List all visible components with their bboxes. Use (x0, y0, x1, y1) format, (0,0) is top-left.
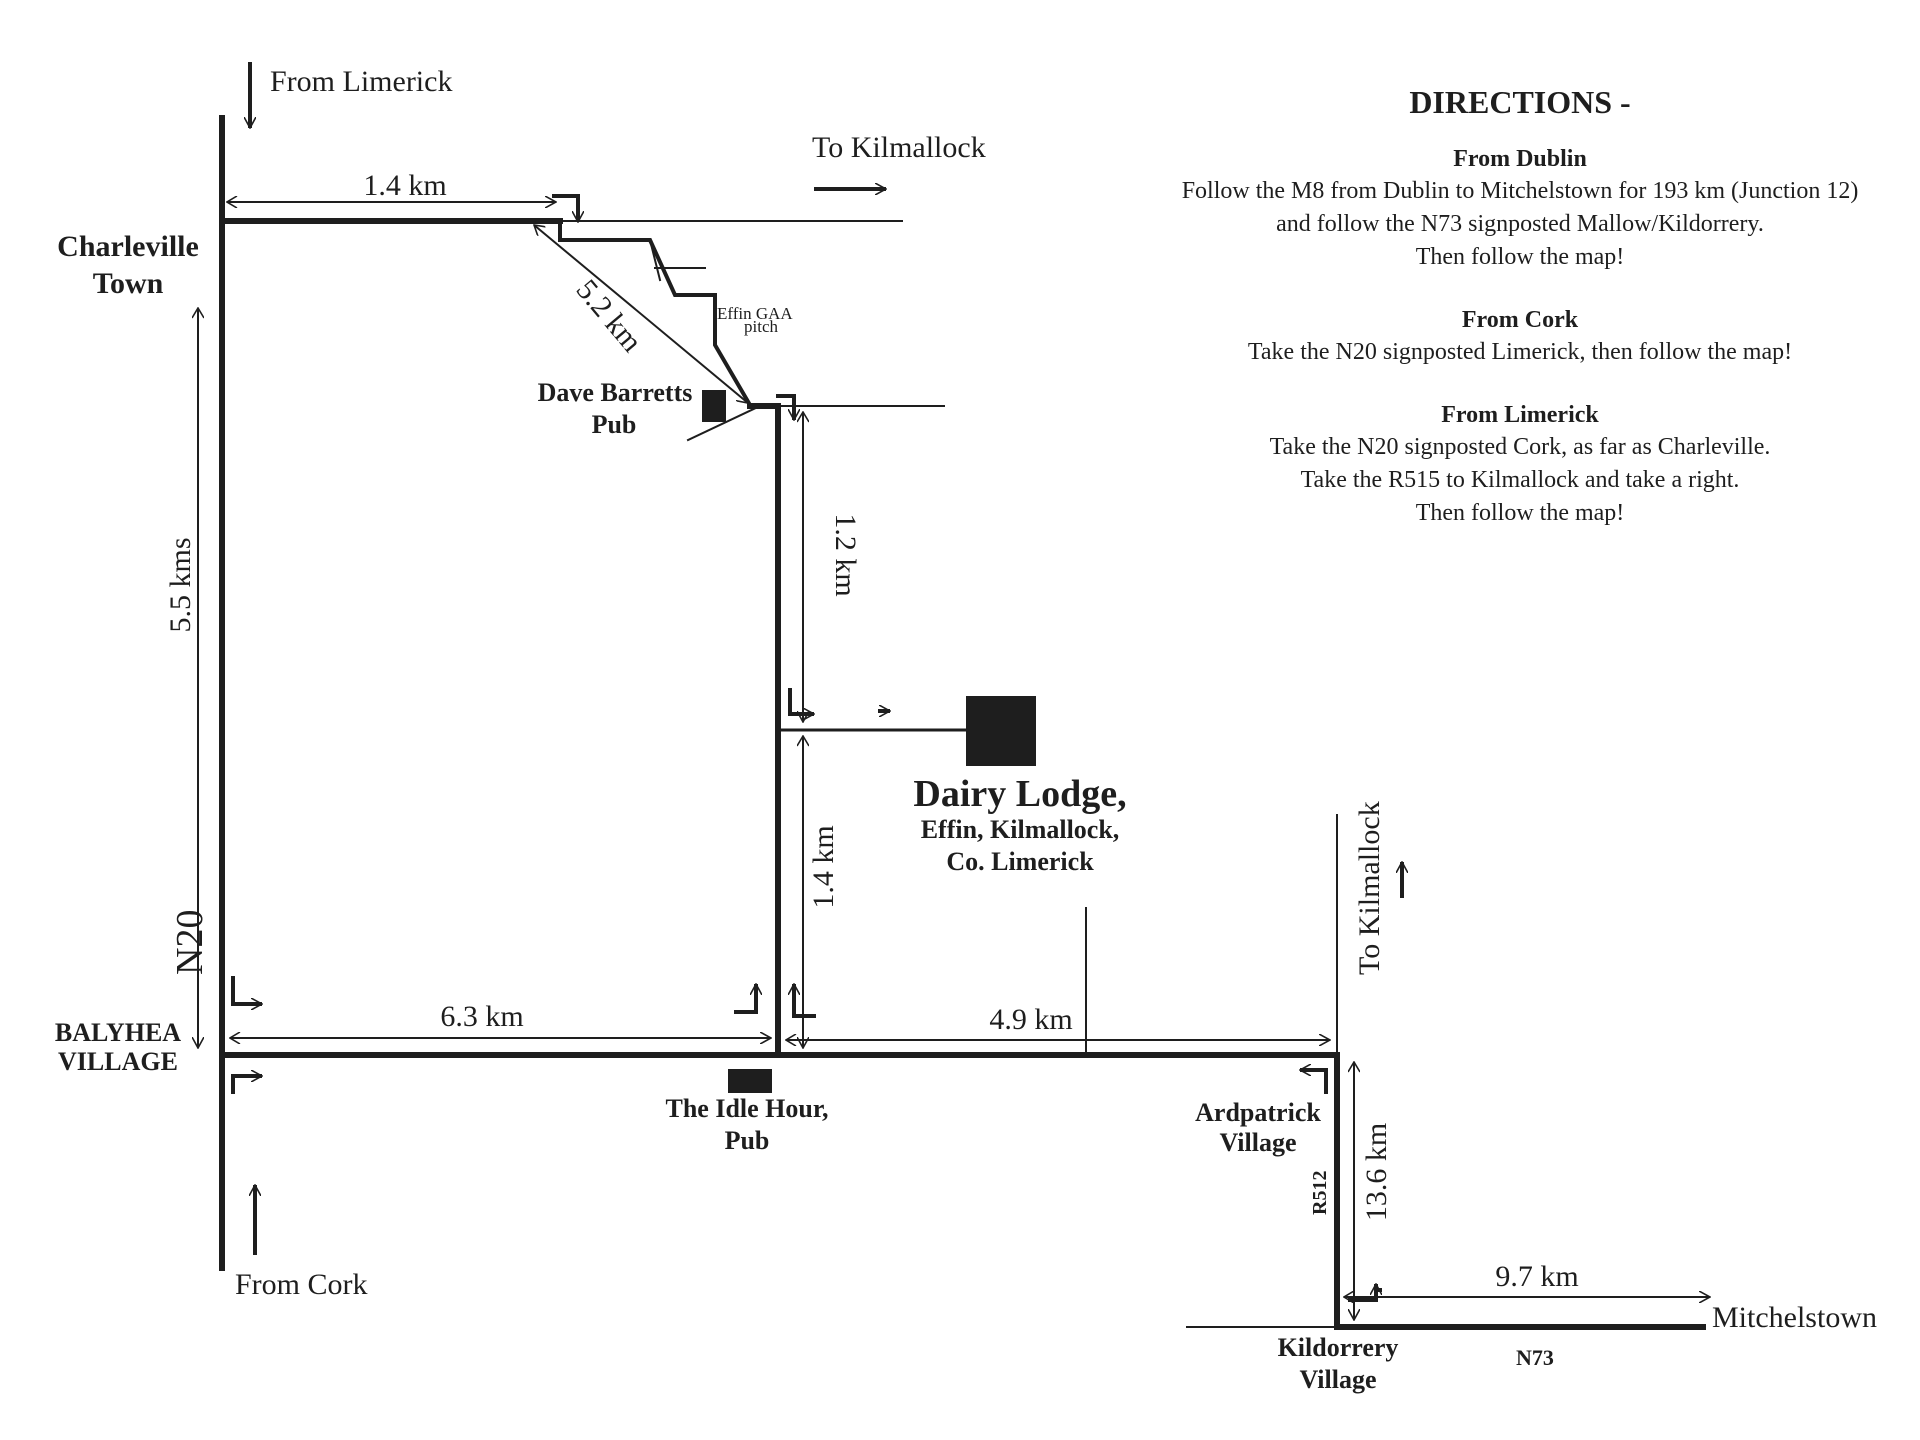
label-idle-hour: The Idle Hour, (665, 1094, 828, 1123)
directions-section-cork: From Cork Take the N20 signposted Limeri… (1120, 304, 1920, 369)
road-label-n20: N20 (169, 910, 211, 975)
label-dairy-lodge-address2: Co. Limerick (946, 847, 1094, 876)
label-from-limerick: From Limerick (270, 65, 452, 98)
direction-line: Follow the M8 from Dublin to Mitchelstow… (1181, 178, 1859, 204)
section-heading: From Limerick (1441, 402, 1599, 428)
idle-hour-pub-marker (728, 1069, 772, 1093)
label-to-kilmallock-right: To Kilmallock (1353, 801, 1386, 975)
label-dave-barretts-pub: Pub (592, 410, 637, 439)
turn-arrow-effin-junction (776, 394, 794, 420)
turn-arrow-idle-hour-right (794, 984, 816, 1018)
label-kildorrery-village: Village (1299, 1365, 1376, 1394)
section-heading: From Dublin (1453, 146, 1587, 172)
distance-r512: 13.6 km (1360, 1123, 1393, 1221)
direction-line: Take the N20 signposted Limerick, then f… (1247, 339, 1793, 365)
directions-section-limerick: From Limerick Take the N20 signposted Co… (1120, 399, 1920, 530)
label-effin-gaa: Effin GAA (717, 304, 793, 323)
distance-upper-vertical: 1.2 km (829, 513, 862, 596)
direction-line: Then follow the map! (1415, 244, 1625, 270)
turn-arrow-idle-hour-left (734, 984, 756, 1014)
directions-title: DIRECTIONS - (1409, 84, 1631, 120)
turn-arrow-ardpatrick (1300, 1070, 1328, 1094)
direction-line: Take the R515 to Kilmallock and take a r… (1300, 467, 1740, 493)
distance-top: 1.4 km (363, 169, 446, 202)
label-effin-gaa-pitch: pitch (744, 317, 778, 336)
distance-bottom-left: 6.3 km (440, 1000, 523, 1033)
distance-n73: 9.7 km (1495, 1260, 1578, 1293)
distance-lower-vertical: 1.4 km (807, 825, 840, 908)
turn-arrow-kildorrery (1348, 1284, 1382, 1302)
turn-arrow-dairy-lodge-turn (788, 688, 814, 714)
dim-line-diagonal (534, 225, 748, 403)
turn-arrow-balyhea-south (231, 1076, 262, 1094)
direction-line: Then follow the map! (1415, 500, 1625, 526)
label-from-cork: From Cork (235, 1268, 368, 1301)
label-idle-hour-pub: Pub (725, 1126, 770, 1155)
distance-bottom-right: 4.9 km (989, 1003, 1072, 1036)
label-balyhea-village: VILLAGE (58, 1047, 178, 1076)
label-charleville-town: Town (93, 267, 164, 300)
label-charleville: Charleville (57, 230, 199, 263)
label-ardpatrick-village: Village (1219, 1128, 1296, 1157)
road-dave-barretts-thin (686, 404, 762, 442)
direction-line: and follow the N73 signposted Mallow/Kil… (1276, 211, 1764, 237)
road-label-r512: R512 (1309, 1171, 1331, 1215)
dairy-lodge-marker (966, 696, 1036, 766)
label-to-kilmallock-top: To Kilmallock (812, 131, 986, 164)
label-kildorrery: Kildorrery (1278, 1333, 1399, 1362)
directions-panel: DIRECTIONS - From Dublin Follow the M8 f… (1120, 84, 1920, 560)
road-label-n73: N73 (1516, 1345, 1554, 1370)
distance-left-vertical: 5.5 kms (164, 537, 197, 632)
label-ardpatrick: Ardpatrick (1195, 1098, 1321, 1127)
label-dairy-lodge: Dairy Lodge, (913, 773, 1126, 815)
section-heading: From Cork (1461, 307, 1579, 333)
turn-arrow-top-junction (552, 194, 578, 222)
label-balyhea: BALYHEA (55, 1018, 181, 1047)
label-mitchelstown: Mitchelstown (1712, 1301, 1877, 1334)
label-dairy-lodge-address1: Effin, Kilmallock, (921, 815, 1120, 844)
directions-section-dublin: From Dublin Follow the M8 from Dublin to… (1120, 143, 1920, 274)
distance-diagonal: 5.2 km (570, 273, 649, 358)
direction-line: Take the N20 signposted Cork, as far as … (1269, 434, 1771, 460)
label-dave-barretts: Dave Barretts (538, 378, 693, 407)
dave-barretts-pub-marker (702, 390, 726, 422)
turn-arrow-balyhea-north (231, 976, 262, 1004)
